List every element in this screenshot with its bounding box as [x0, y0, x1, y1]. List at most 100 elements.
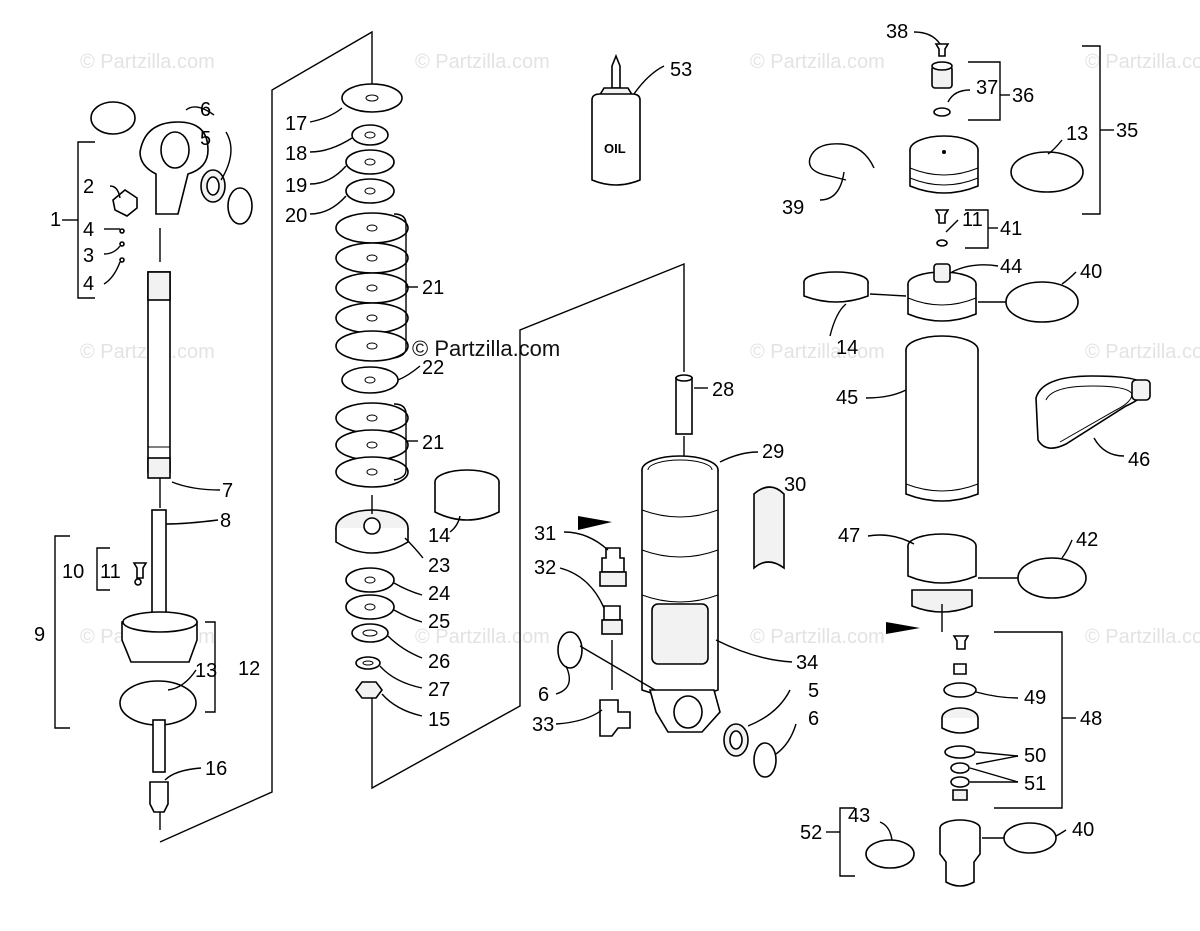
- shim-part: [335, 456, 409, 488]
- shim-bore: [366, 284, 378, 292]
- leader: [555, 709, 603, 725]
- leader: [975, 691, 1019, 699]
- piston-body: [907, 284, 977, 322]
- shim-part: [335, 429, 409, 461]
- leader: [913, 31, 941, 45]
- valve-top: [931, 61, 953, 71]
- bottle-body: [591, 93, 641, 186]
- base-body: [939, 828, 981, 887]
- shim-bore: [364, 376, 376, 384]
- leader: [819, 171, 845, 201]
- bottle-label: OIL: [604, 141, 626, 156]
- callout-label: 11: [100, 561, 121, 583]
- washer-bore: [364, 131, 376, 139]
- leader: [975, 755, 1019, 765]
- shim-stack: [309, 83, 685, 790]
- leader: [555, 665, 570, 695]
- o-ring-part: [227, 187, 253, 225]
- right-reservoir-assembly: [803, 31, 1151, 887]
- leader: [633, 65, 665, 95]
- washer-part: [341, 83, 403, 113]
- spring-part: [953, 663, 967, 675]
- leader: [171, 481, 221, 491]
- band-side: [803, 282, 869, 303]
- bracket-9: [54, 535, 70, 729]
- washer-bore: [362, 629, 378, 637]
- callout-label: 40: [1080, 261, 1102, 283]
- callout-label: 4: [83, 219, 94, 241]
- bolt-part: [149, 781, 169, 813]
- shim-bore: [366, 342, 378, 350]
- leader: [719, 451, 759, 463]
- watermark: © Partzilla.com: [750, 341, 885, 363]
- callout-label: 41: [1000, 218, 1022, 240]
- screw-part: [132, 562, 148, 579]
- o-ring-part: [1003, 822, 1057, 854]
- o-ring-part: [119, 680, 197, 726]
- callout-label: 26: [428, 651, 450, 673]
- o-ring-part: [865, 839, 915, 869]
- centerline: [579, 645, 656, 691]
- screw-part: [934, 209, 950, 224]
- valve-part: [112, 189, 138, 217]
- o-ring-part: [933, 107, 951, 117]
- shim-bore: [364, 603, 376, 611]
- leader: [404, 537, 424, 559]
- callout-label: 16: [205, 758, 227, 780]
- bracket-48: [994, 631, 1063, 809]
- callout-label: 25: [428, 611, 450, 633]
- callout-label: 38: [886, 21, 908, 43]
- washer-part: [351, 124, 389, 146]
- callout-label: 9: [34, 624, 45, 646]
- o-ring-part: [753, 742, 777, 778]
- reservoir-tube: [905, 350, 979, 502]
- callout-label: 29: [762, 441, 784, 463]
- screw-part: [952, 635, 970, 650]
- leader: [1061, 539, 1073, 559]
- shim-part: [335, 242, 409, 274]
- bumper-part: [753, 486, 785, 570]
- o-ring-part: [1005, 281, 1079, 323]
- shim-part: [335, 402, 409, 434]
- shim-part: [345, 594, 395, 620]
- watermark: © Partzilla.com: [1085, 51, 1200, 73]
- shim-bore: [366, 254, 378, 262]
- callout-label: 15: [428, 709, 450, 731]
- shim-group-21b: [335, 402, 409, 488]
- eyelet-bore: [160, 131, 190, 169]
- bracket-41: [965, 209, 989, 249]
- watermark: © Partzilla.com: [750, 51, 885, 73]
- callout-label: 13: [195, 660, 217, 682]
- fitting-part: [603, 605, 621, 621]
- body-rib: [641, 594, 719, 603]
- callout-label: 53: [670, 59, 692, 81]
- centerline: [869, 293, 907, 297]
- piston-nut: [933, 263, 951, 283]
- callout-label: 1: [50, 209, 61, 231]
- bracket-36: [968, 61, 1001, 121]
- leader: [1061, 271, 1077, 285]
- leader: [393, 609, 423, 623]
- watermark: © Partzilla.com: [415, 51, 550, 73]
- leader: [1047, 139, 1063, 155]
- shim-bore: [364, 187, 376, 195]
- body-rib: [641, 549, 719, 558]
- bracket-12: [205, 621, 216, 713]
- assembly-line: [371, 262, 685, 790]
- callout-label: 4: [83, 273, 94, 295]
- leader: [381, 693, 423, 717]
- leader: [449, 515, 461, 533]
- watermark: © Partzilla.com: [415, 626, 550, 648]
- shim-bore: [366, 441, 378, 449]
- callout-label: 7: [222, 480, 233, 502]
- shim-part: [335, 330, 409, 362]
- shim-part: [335, 302, 409, 334]
- bearing-bore: [206, 176, 220, 196]
- callout-label: 14: [836, 337, 858, 359]
- nut-part: [952, 789, 968, 801]
- callout-label: 42: [1076, 529, 1098, 551]
- callout-label: 23: [428, 555, 450, 577]
- band-side: [434, 482, 500, 521]
- o-ring-part: [1010, 151, 1084, 193]
